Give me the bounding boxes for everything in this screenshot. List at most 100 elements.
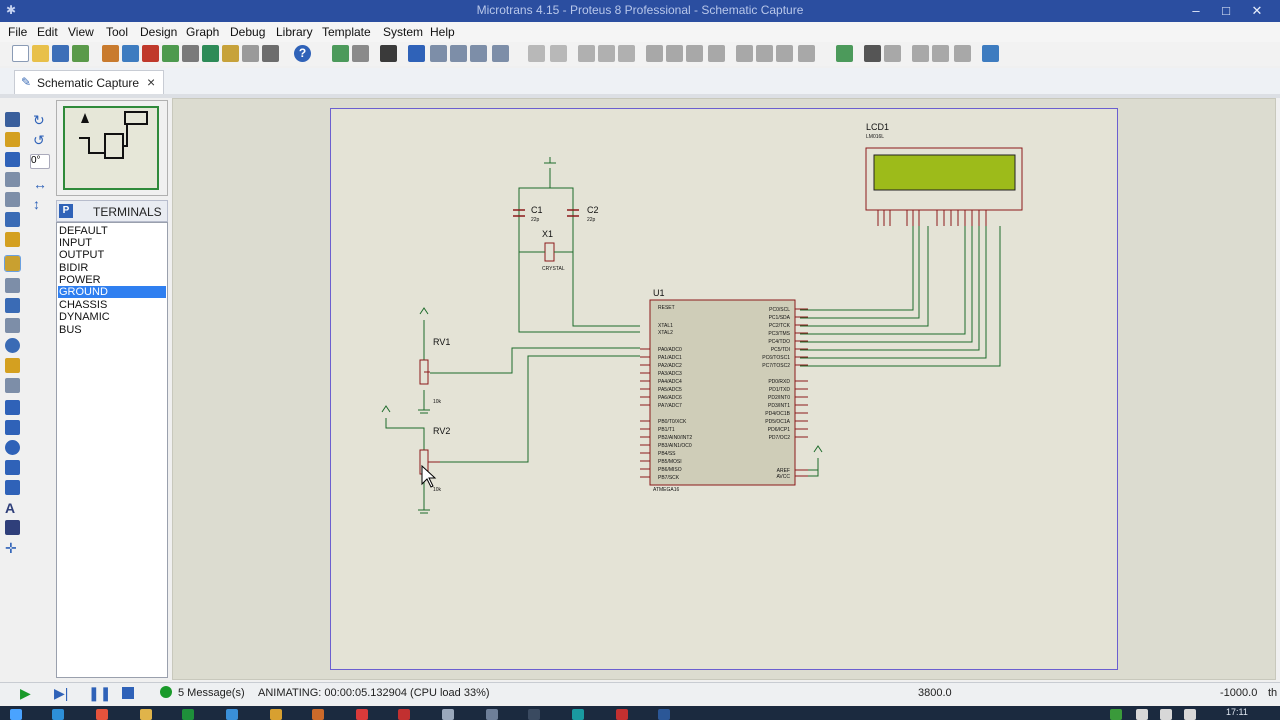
pause-button[interactable]: ❚❚	[88, 685, 112, 701]
menu-tool[interactable]: Tool	[106, 25, 129, 39]
proteus-taskbar-icon[interactable]	[486, 709, 498, 720]
component-mode-icon[interactable]	[5, 132, 20, 147]
virtual-instruments-icon[interactable]	[5, 378, 20, 393]
menu-graph[interactable]: Graph	[186, 25, 220, 39]
voltage-probe-icon[interactable]	[5, 358, 20, 373]
zoom-area-icon[interactable]	[492, 45, 509, 62]
wire-autorouter-icon[interactable]	[836, 45, 853, 62]
step-button[interactable]: ▶|	[54, 685, 69, 701]
gerber-icon[interactable]	[162, 45, 179, 62]
terminal-item-bus[interactable]: BUS	[59, 324, 82, 336]
app-icon-2[interactable]	[270, 709, 282, 720]
package-tool-icon[interactable]	[776, 45, 793, 62]
messages-count[interactable]: 5 Message(s)	[178, 687, 245, 699]
import-icon[interactable]	[72, 45, 89, 62]
stop-button[interactable]	[122, 687, 134, 699]
close-button[interactable]: ✕	[1251, 3, 1263, 18]
minimize-button[interactable]: –	[1192, 3, 1200, 18]
schematic-icon[interactable]	[122, 45, 139, 62]
path-tool-icon[interactable]	[5, 480, 20, 495]
help-icon[interactable]: ?	[294, 45, 311, 62]
start-icon[interactable]	[10, 709, 22, 720]
search-tag-icon[interactable]	[864, 45, 881, 62]
junction-dot-icon[interactable]	[5, 152, 20, 167]
block-rotate-icon[interactable]	[686, 45, 703, 62]
device-pins-icon[interactable]	[5, 278, 20, 293]
proteus-app-icon[interactable]: ✱	[6, 3, 17, 17]
app-icon-4[interactable]	[356, 709, 368, 720]
terminal-item-dynamic[interactable]: DYNAMIC	[59, 311, 110, 323]
chrome-icon[interactable]	[96, 709, 108, 720]
zoom-out-icon[interactable]	[450, 45, 467, 62]
block-delete-icon[interactable]	[708, 45, 725, 62]
redo-icon[interactable]	[550, 45, 567, 62]
property-assign-icon[interactable]	[884, 45, 901, 62]
terminal-item-input[interactable]: INPUT	[59, 237, 92, 249]
selection-mode-icon[interactable]	[5, 112, 20, 127]
tape-recorder-icon[interactable]	[5, 318, 20, 333]
cut-icon[interactable]	[578, 45, 595, 62]
box-tool-icon[interactable]	[5, 420, 20, 435]
subcircuit-icon[interactable]	[5, 232, 20, 247]
menu-edit[interactable]: Edit	[37, 25, 58, 39]
app-icon-6[interactable]	[528, 709, 540, 720]
bom-icon[interactable]	[202, 45, 219, 62]
exit-parent-icon[interactable]	[954, 45, 971, 62]
pdf-icon[interactable]	[398, 709, 410, 720]
new-file-icon[interactable]	[12, 45, 29, 62]
rotate-ccw-icon[interactable]: ↺	[33, 132, 45, 148]
wire-label-icon[interactable]	[5, 172, 20, 187]
line-tool-icon[interactable]	[5, 400, 20, 415]
undo-icon[interactable]	[528, 45, 545, 62]
tab-close-icon[interactable]: ×	[147, 74, 156, 90]
menu-view[interactable]: View	[68, 25, 94, 39]
paste-icon[interactable]	[618, 45, 635, 62]
remove-sheet-icon[interactable]	[932, 45, 949, 62]
rotate-cw-icon[interactable]: ↻	[33, 112, 45, 128]
word-icon[interactable]	[658, 709, 670, 720]
copy-icon[interactable]	[598, 45, 615, 62]
rotation-angle-field[interactable]: 0°	[30, 154, 50, 169]
overview-preview[interactable]	[56, 100, 168, 196]
tray-icon-1[interactable]	[1110, 709, 1122, 720]
arc-tool-icon[interactable]	[5, 460, 20, 475]
zoom-all-icon[interactable]	[470, 45, 487, 62]
clock[interactable]: 17:11	[1226, 707, 1248, 717]
menu-template[interactable]: Template	[322, 25, 371, 39]
pick-button[interactable]: P	[59, 204, 73, 218]
terminal-item-chassis[interactable]: CHASSIS	[59, 299, 108, 311]
mirror-x-icon[interactable]: ↔	[33, 176, 47, 192]
menu-debug[interactable]: Debug	[230, 25, 266, 39]
menu-design[interactable]: Design	[140, 25, 178, 39]
netlist-icon[interactable]	[982, 45, 999, 62]
menu-library[interactable]: Library	[276, 25, 313, 39]
message-status-icon[interactable]	[160, 686, 172, 698]
app-icon-3[interactable]	[312, 709, 324, 720]
menu-help[interactable]: Help	[430, 25, 455, 39]
origin-icon[interactable]	[380, 45, 397, 62]
pcb-layout-icon[interactable]	[142, 45, 159, 62]
excel-icon[interactable]	[182, 709, 194, 720]
ie-browser-icon[interactable]	[52, 709, 64, 720]
text-script-icon[interactable]	[5, 192, 20, 207]
pick-device-icon[interactable]	[736, 45, 753, 62]
tab-schematic-capture[interactable]: ✎ Schematic Capture ×	[14, 70, 164, 94]
terminal-item-output[interactable]: OUTPUT	[59, 249, 105, 261]
refresh-icon[interactable]	[332, 45, 349, 62]
menu-file[interactable]: File	[8, 25, 28, 39]
marker-tool-icon[interactable]: ✛	[5, 540, 17, 556]
terminal-item-ground[interactable]: GROUND	[58, 286, 166, 298]
tray-volume-icon[interactable]	[1184, 709, 1196, 720]
maximize-button[interactable]: □	[1222, 3, 1230, 18]
terminal-item-power[interactable]: POWER	[59, 274, 101, 286]
tray-network-icon[interactable]	[1160, 709, 1172, 720]
menu-system[interactable]: System	[383, 25, 424, 39]
text-tool-icon[interactable]: A	[5, 500, 16, 516]
terminals-mode-icon[interactable]	[4, 255, 21, 272]
tray-icon-2[interactable]	[1136, 709, 1148, 720]
3d-viewer-icon[interactable]	[182, 45, 199, 62]
pan-icon[interactable]	[408, 45, 425, 62]
decompose-icon[interactable]	[798, 45, 815, 62]
schematic-sheet[interactable]	[330, 108, 1118, 670]
save-icon[interactable]	[52, 45, 69, 62]
